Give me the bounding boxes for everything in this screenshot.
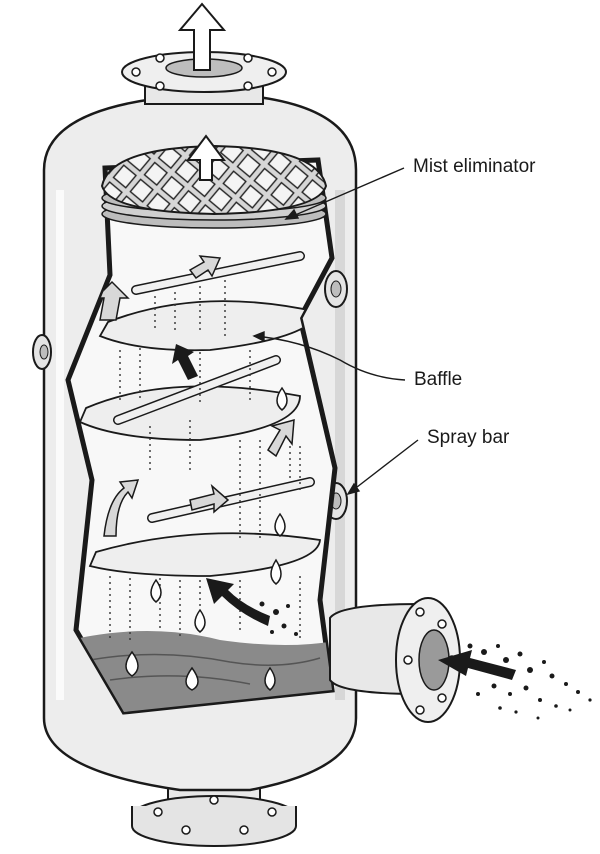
spray-bar-pipes (113, 251, 315, 523)
mist-eliminator-label: Mist eliminator (413, 156, 536, 177)
arrow-left-icon (438, 650, 516, 680)
arrow-up-icon (186, 134, 226, 181)
spray-bar-label: Spray bar (427, 427, 510, 448)
arrow-up-icon (177, 2, 227, 71)
internal-mist-particles (259, 601, 298, 636)
inlet-nozzle (329, 597, 461, 723)
curved-arrow-icon (94, 255, 295, 537)
leader-lines (252, 167, 419, 496)
droplet-icon (125, 386, 288, 691)
inlet-flow-arrow (206, 578, 270, 626)
leader-arrowhead (346, 482, 361, 496)
baffle-label: Baffle (414, 369, 463, 390)
inlet-mist-particles (467, 643, 592, 720)
side-nozzle-left (32, 334, 52, 370)
curved-arrow-icon (172, 344, 198, 380)
baffle-plate-2 (78, 385, 301, 441)
mist-eliminator-pad (100, 134, 328, 229)
side-nozzle-right-upper (324, 270, 348, 308)
leader-arrowhead (252, 330, 265, 343)
leader-arrowhead (284, 208, 300, 220)
baffle-plate-3 (88, 532, 321, 577)
cutaway-interior (65, 134, 338, 715)
